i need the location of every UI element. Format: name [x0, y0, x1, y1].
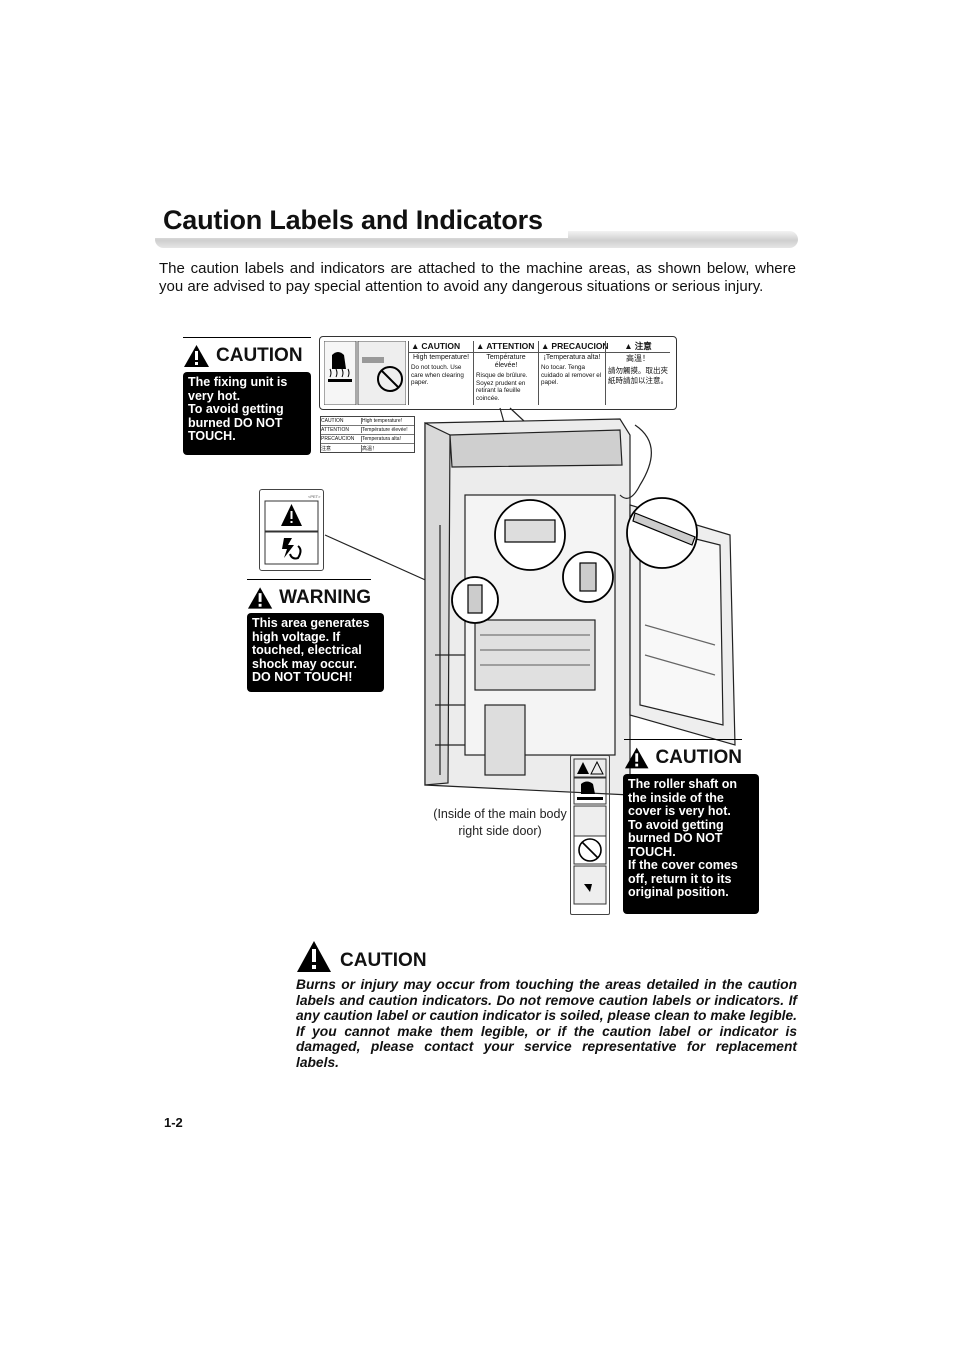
warning-triangle-icon: [297, 941, 331, 972]
fixing-caution-title: CAUTION: [216, 344, 303, 366]
fixing-caution-heading: CAUTION: [183, 337, 311, 368]
sticker-col-text: No tocar. Tenga cuidado al remover el pa…: [541, 364, 602, 386]
fixing-caution-label: CAUTION: [183, 337, 311, 368]
title-underline-mask: [155, 231, 568, 238]
sticker-col-text: Risque de brûlure. Soyez prudent en reti…: [476, 372, 528, 402]
page-title: Caution Labels and Indicators: [163, 205, 543, 235]
mini-row-text: Température élevée!: [362, 427, 408, 433]
small-warning-icon: ▲: [476, 341, 485, 351]
mini-row-text: Temperatura alta!: [362, 436, 401, 442]
small-warning-icon: ▲: [624, 341, 633, 351]
roller-caution-label: CAUTION: [624, 739, 742, 770]
sticker-col-fr: ▲ATTENTION Température élevée! Risque de…: [473, 341, 538, 405]
mini-row-head: CAUTION: [321, 418, 362, 424]
small-warning-icon: ▲: [541, 341, 550, 351]
voltage-warning-text: This area generates high voltage. If tou…: [247, 613, 384, 692]
roller-caution-text: The roller shaft on the inside of the co…: [623, 774, 759, 914]
sticker-col-sub: Température élevée!: [486, 354, 526, 369]
sticker-col-head: ATTENTION: [486, 341, 535, 351]
voltage-warning-label: WARNING: [247, 579, 371, 610]
bottom-caution-title: CAUTION: [340, 950, 427, 971]
mini-row-text: 高溫！: [362, 445, 378, 452]
sticker-col-head: PRECAUCION: [551, 341, 609, 351]
warning-triangle-icon: [184, 344, 209, 367]
intro-paragraph: The caution labels and indicators are at…: [159, 260, 796, 295]
sticker-col-sub: 高溫！: [626, 354, 650, 363]
roller-caution-heading: CAUTION: [624, 739, 742, 770]
mini-row-head: PRECAUCION: [321, 436, 362, 442]
sticker-col-es: ▲PRECAUCION ¡Temperatura alta! No tocar.…: [538, 341, 609, 405]
sticker-col-text: 請勿觸摸。取出夾紙時請加以注意。: [608, 366, 668, 385]
fixing-caution-text: The fixing unit is very hot. To avoid ge…: [183, 372, 311, 455]
small-warning-icon: ▲: [411, 341, 420, 351]
voltage-warning-heading: WARNING: [247, 579, 371, 610]
mini-row-head: 注意: [321, 444, 362, 452]
voltage-warning-title: WARNING: [279, 586, 371, 608]
sticker-col-sub: High temperature!: [412, 354, 470, 361]
sticker-col-en: ▲CAUTION High temperature! Do not touch.…: [408, 341, 473, 405]
hot-surface-hand-icon: [324, 341, 406, 405]
caution-sticker: ▲CAUTION High temperature! Do not touch.…: [319, 336, 677, 410]
warning-triangle-icon: [247, 586, 273, 609]
bottom-caution-text: Burns or injury may occur from touching …: [296, 977, 797, 1070]
warning-triangle-icon: [624, 747, 649, 768]
sticker-col-head: 注意: [634, 341, 652, 351]
sticker-col-text: Do not touch. Use care when clearing pap…: [411, 364, 464, 386]
svg-text:<PET>: <PET>: [308, 494, 321, 499]
roller-caution-strip-label: [570, 755, 610, 915]
mini-row-text: High temperature!: [362, 418, 403, 424]
sticker-col-zh: ▲注意 高溫！ 請勿觸摸。取出夾紙時請加以注意。: [605, 341, 670, 405]
sticker-col-sub: ¡Temperatura alta!: [543, 354, 601, 361]
page-number: 1-2: [164, 1115, 183, 1130]
roller-caution-title: CAUTION: [655, 746, 742, 768]
mini-row-head: ATTENTION: [321, 427, 362, 433]
illustration-caption: (Inside of the main body right side door…: [433, 807, 567, 838]
bottom-caution-heading: CAUTION: [296, 940, 427, 973]
warning-pictogram-label: <PET>: [259, 489, 324, 571]
mini-row: 注意高溫！: [321, 444, 414, 452]
sticker-col-head: CAUTION: [421, 341, 461, 351]
machine-illustration: [324, 407, 736, 796]
